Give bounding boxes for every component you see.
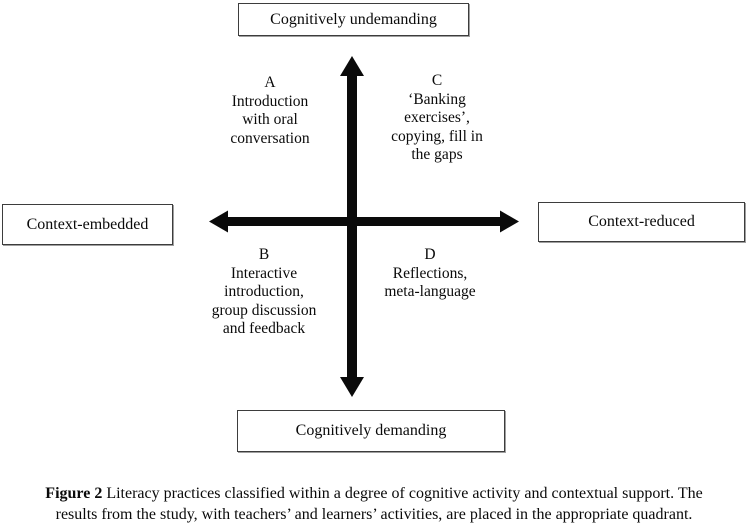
quadrant-a-line: conversation: [230, 129, 310, 147]
quadrant-b-line: Interactive: [230, 264, 298, 282]
left-axis-label-box: Context-embedded: [2, 204, 173, 245]
quadrant-a-line: Introduction: [231, 92, 309, 110]
up-arrowhead-icon: [340, 56, 364, 76]
right-axis-label: Context-reduced: [588, 213, 695, 230]
quadrant-c-line: the gaps: [411, 146, 463, 163]
quadrant-a-label: A: [264, 74, 276, 91]
quadrant-d-line: Reflections,: [392, 264, 468, 282]
bottom-axis-label: Cognitively demanding: [295, 422, 447, 439]
bottom-axis-label-box: Cognitively demanding: [237, 410, 505, 452]
horizontal-axis-shaft: [226, 217, 502, 226]
quadrant-c-line: exercises’,: [404, 109, 470, 126]
quadrant-d-label: D: [424, 246, 436, 263]
down-arrowhead-icon: [340, 377, 364, 397]
quadrant-b-line: introduction,: [224, 283, 304, 300]
right-axis-label-box: Context-reduced: [538, 202, 745, 242]
quadrant-b: B Interactive introduction, group discus…: [189, 246, 339, 339]
quadrant-c-label: C: [431, 72, 443, 89]
figure-caption-number: Figure 2: [45, 485, 103, 502]
horizontal-axis-arrow: [209, 210, 519, 233]
vertical-axis-shaft: [347, 74, 357, 379]
vertical-axis-arrow: [340, 56, 364, 397]
quadrant-b-line: group discussion: [211, 301, 317, 319]
figure-caption: Figure 2 Literacy practices classified w…: [24, 483, 724, 525]
left-axis-label: Context-embedded: [26, 215, 149, 233]
top-axis-label-box: Cognitively undemanding: [238, 3, 469, 36]
left-arrowhead-icon: [209, 210, 228, 233]
right-arrowhead-icon: [500, 210, 519, 233]
quadrant-b-label: B: [258, 246, 270, 263]
figure-caption-line2: results from the study, with teachers’ a…: [55, 506, 693, 523]
quadrant-c: C ‘Banking exercises’, copying, fill in …: [362, 72, 512, 165]
quadrant-a-line: with oral: [242, 111, 298, 128]
quadrant-d: D Reflections, meta-language: [355, 246, 505, 302]
quadrant-d-line: meta-language: [384, 283, 476, 300]
figure-caption-line1: Literacy practices classified within a d…: [102, 485, 703, 502]
quadrant-a: A Introduction with oral conversation: [195, 74, 345, 148]
quadrant-b-line: and feedback: [222, 320, 306, 337]
quadrant-c-line: ‘Banking: [408, 90, 466, 108]
quadrant-c-line: copying, fill in: [391, 127, 483, 145]
top-axis-label: Cognitively undemanding: [270, 10, 437, 28]
